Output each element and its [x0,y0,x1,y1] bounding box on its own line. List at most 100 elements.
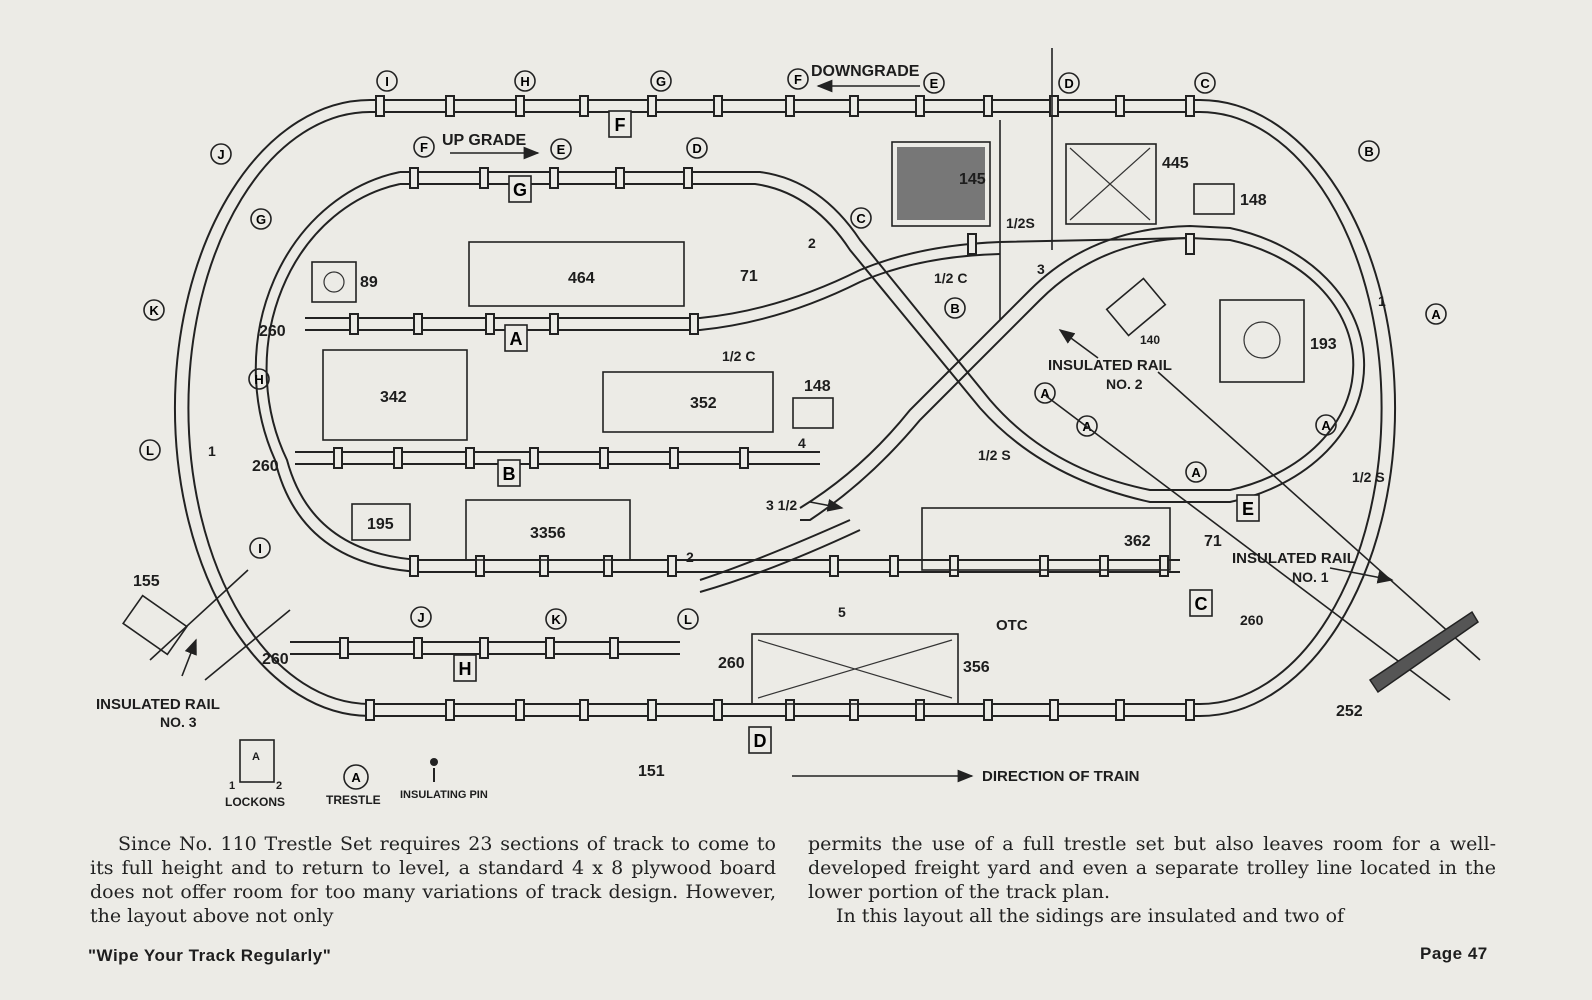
accessory-140: 140 [1140,333,1160,347]
building-145 [891,141,991,227]
svg-text:E: E [1242,499,1254,519]
label-trestle: TRESTLE [326,793,381,807]
svg-text:C: C [1200,76,1210,91]
label-insulated-rail-3-no: NO. 3 [160,714,197,730]
accessory-buildings [122,141,1305,783]
insulating-pin-icon [430,758,438,782]
svg-text:B: B [1364,144,1373,159]
svg-text:H: H [459,659,472,679]
lockon-number-4: 4 [798,435,806,451]
building-3356 [465,499,631,561]
accessory-151: 151 [638,763,665,780]
accessory-71-left: 71 [740,268,758,285]
lockon-number-1-right: 1 [1378,293,1386,309]
svg-text:H: H [520,74,529,89]
label-half-s-right: 1/2 S [1352,469,1385,485]
locomotive-252-icon [1368,610,1480,694]
svg-text:A: A [1321,418,1331,433]
svg-text:E: E [557,142,566,157]
accessory-3356: 3356 [530,525,566,542]
accessory-260-a: 260 [259,323,286,340]
label-insulated-rail-2-no: NO. 2 [1106,376,1143,392]
trestle-markers: I H G F E D C B A J K L F E D C B A A A … [139,68,1447,790]
svg-text:L: L [684,612,692,627]
accessory-193: 193 [1310,336,1337,353]
svg-text:I: I [385,74,389,89]
building-155 [122,594,188,656]
accessory-260-e: 260 [1240,612,1264,628]
cross-356-b [757,639,953,699]
building-148-top [1193,183,1235,215]
label-half-s-mid: 1/2 S [978,447,1011,463]
svg-text:F: F [615,115,626,135]
accessory-195: 195 [367,516,394,533]
svg-text:G: G [513,180,527,200]
label-upgrade: UP GRADE [442,132,526,149]
wheel-193 [1243,321,1281,359]
svg-text:C: C [1195,594,1208,614]
svg-text:F: F [794,72,802,87]
track-plan-diagram: I H G F E D C B A J K L F E D C B A A A … [96,48,1481,809]
cross-445-b [1069,147,1151,221]
label-half-c-top: 1/2 C [934,270,967,286]
accessory-89: 89 [360,274,378,291]
svg-text:C: C [856,211,866,226]
legend-lockon-2: 2 [276,780,282,792]
lockon-legend-box [239,739,275,783]
body-text-column-1: Since No. 110 Trestle Set requires 23 se… [90,832,776,928]
accessory-260-b: 260 [252,458,279,475]
svg-text:I: I [258,541,262,556]
footer-slogan: "Wipe Your Track Regularly" [88,946,332,965]
svg-text:A: A [1431,307,1441,322]
svg-text:D: D [754,731,767,751]
body-paragraph: Since No. 110 Trestle Set requires 23 se… [90,833,776,927]
track-ties [333,95,1195,721]
block-markers: A B C D E F G H [453,110,1260,754]
svg-text:D: D [692,141,701,156]
building-445 [1065,143,1157,225]
label-three-half: 3 1/2 [766,497,797,513]
building-352 [602,371,774,433]
label-insulating-pin: INSULATING PIN [400,789,488,801]
lockon-number-5: 5 [838,604,846,620]
label-half-c-mid: 1/2 C [722,348,755,364]
accessory-362: 362 [1124,533,1151,550]
svg-text:A: A [1040,386,1050,401]
svg-text:J: J [417,610,424,625]
svg-text:F: F [420,140,428,155]
svg-text:B: B [950,301,959,316]
svg-text:E: E [930,76,939,91]
body-paragraph: In this layout all the sidings are insul… [836,905,1345,927]
label-insulated-rail-3: INSULATED RAIL [96,696,220,713]
lockon-number-3: 3 [1037,261,1045,277]
svg-text:B: B [503,464,516,484]
building-148-mid [792,397,834,429]
legend-lockon-a: A [252,751,260,763]
accessory-148-top: 148 [1240,192,1267,209]
accessory-252: 252 [1336,703,1363,720]
hatching-145 [897,147,985,220]
building-195 [351,503,411,541]
accessory-445: 445 [1162,155,1189,172]
accessory-71-right: 71 [1204,533,1222,550]
svg-text:K: K [551,612,561,627]
svg-text:G: G [256,212,266,227]
svg-text:J: J [217,147,224,162]
accessory-352: 352 [690,395,717,412]
label-direction: DIRECTION OF TRAIN [982,768,1140,785]
svg-text:A: A [351,770,361,785]
accessory-155: 155 [133,573,160,590]
icon-89 [323,271,345,293]
sidings [290,237,1191,655]
building-193 [1219,299,1305,383]
building-342 [322,349,468,441]
accessory-145: 145 [959,171,986,188]
lockon-number-2-top: 2 [808,235,816,251]
accessory-260-c: 260 [262,651,289,668]
svg-text:G: G [656,74,666,89]
outer-loop-track [173,99,1397,717]
svg-text:K: K [149,303,159,318]
legend-lockon-1: 1 [229,780,235,792]
svg-text:D: D [1064,76,1073,91]
accessory-356: 356 [963,659,990,676]
